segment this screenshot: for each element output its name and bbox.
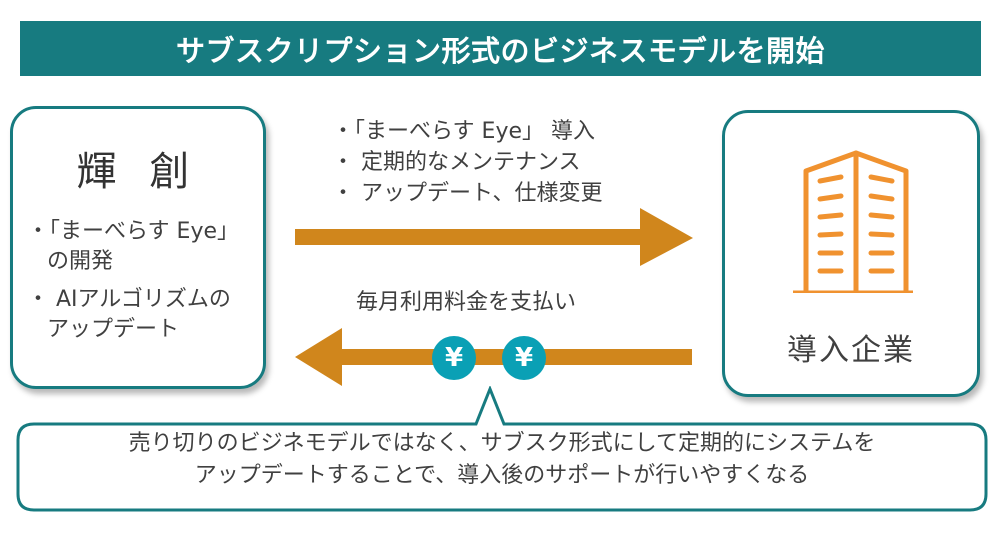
- page-title: サブスクリプション形式のビジネスモデルを開始: [175, 33, 825, 68]
- list-item: ・「まーべらす Eye」 の開発: [27, 219, 240, 274]
- service-arrow-right: [295, 208, 693, 266]
- company-role-list: ・「まーべらす Eye」 の開発 ・ AIアルゴリズムの アップデート: [27, 217, 239, 353]
- building-icon: [793, 150, 913, 293]
- company-box: 輝 創 ・「まーべらす Eye」 の開発 ・ AIアルゴリズムの アップデート: [10, 106, 266, 389]
- list-item: ・「まーべらす Eye」 導入: [332, 119, 596, 144]
- title-banner: サブスクリプション形式のビジネスモデルを開始: [20, 21, 981, 76]
- client-box: 導入企業: [722, 110, 980, 397]
- callout-bubble: [16, 386, 988, 512]
- list-item: ・ 定期的なメンテナンス: [332, 150, 581, 175]
- list-item: ・ アップデート、仕様変更: [332, 181, 603, 206]
- payment-label: 毎月利用料金を支払い: [356, 290, 577, 315]
- client-label: 導入企業: [787, 333, 915, 368]
- service-list: ・「まーべらす Eye」 導入 ・ 定期的なメンテナンス ・ アップデート、仕様…: [332, 116, 603, 209]
- payment-arrow-left: [295, 328, 692, 386]
- yen-coin-icon: ¥: [502, 336, 546, 380]
- company-name: 輝 創: [76, 149, 200, 195]
- yen-coin-icon: ¥: [432, 336, 476, 380]
- callout-text: 売り切りのビジネモデルではなく、サブスク形式にして定期的にシステムを アップデー…: [128, 431, 876, 488]
- list-item: ・ AIアルゴリズムの アップデート: [27, 287, 231, 342]
